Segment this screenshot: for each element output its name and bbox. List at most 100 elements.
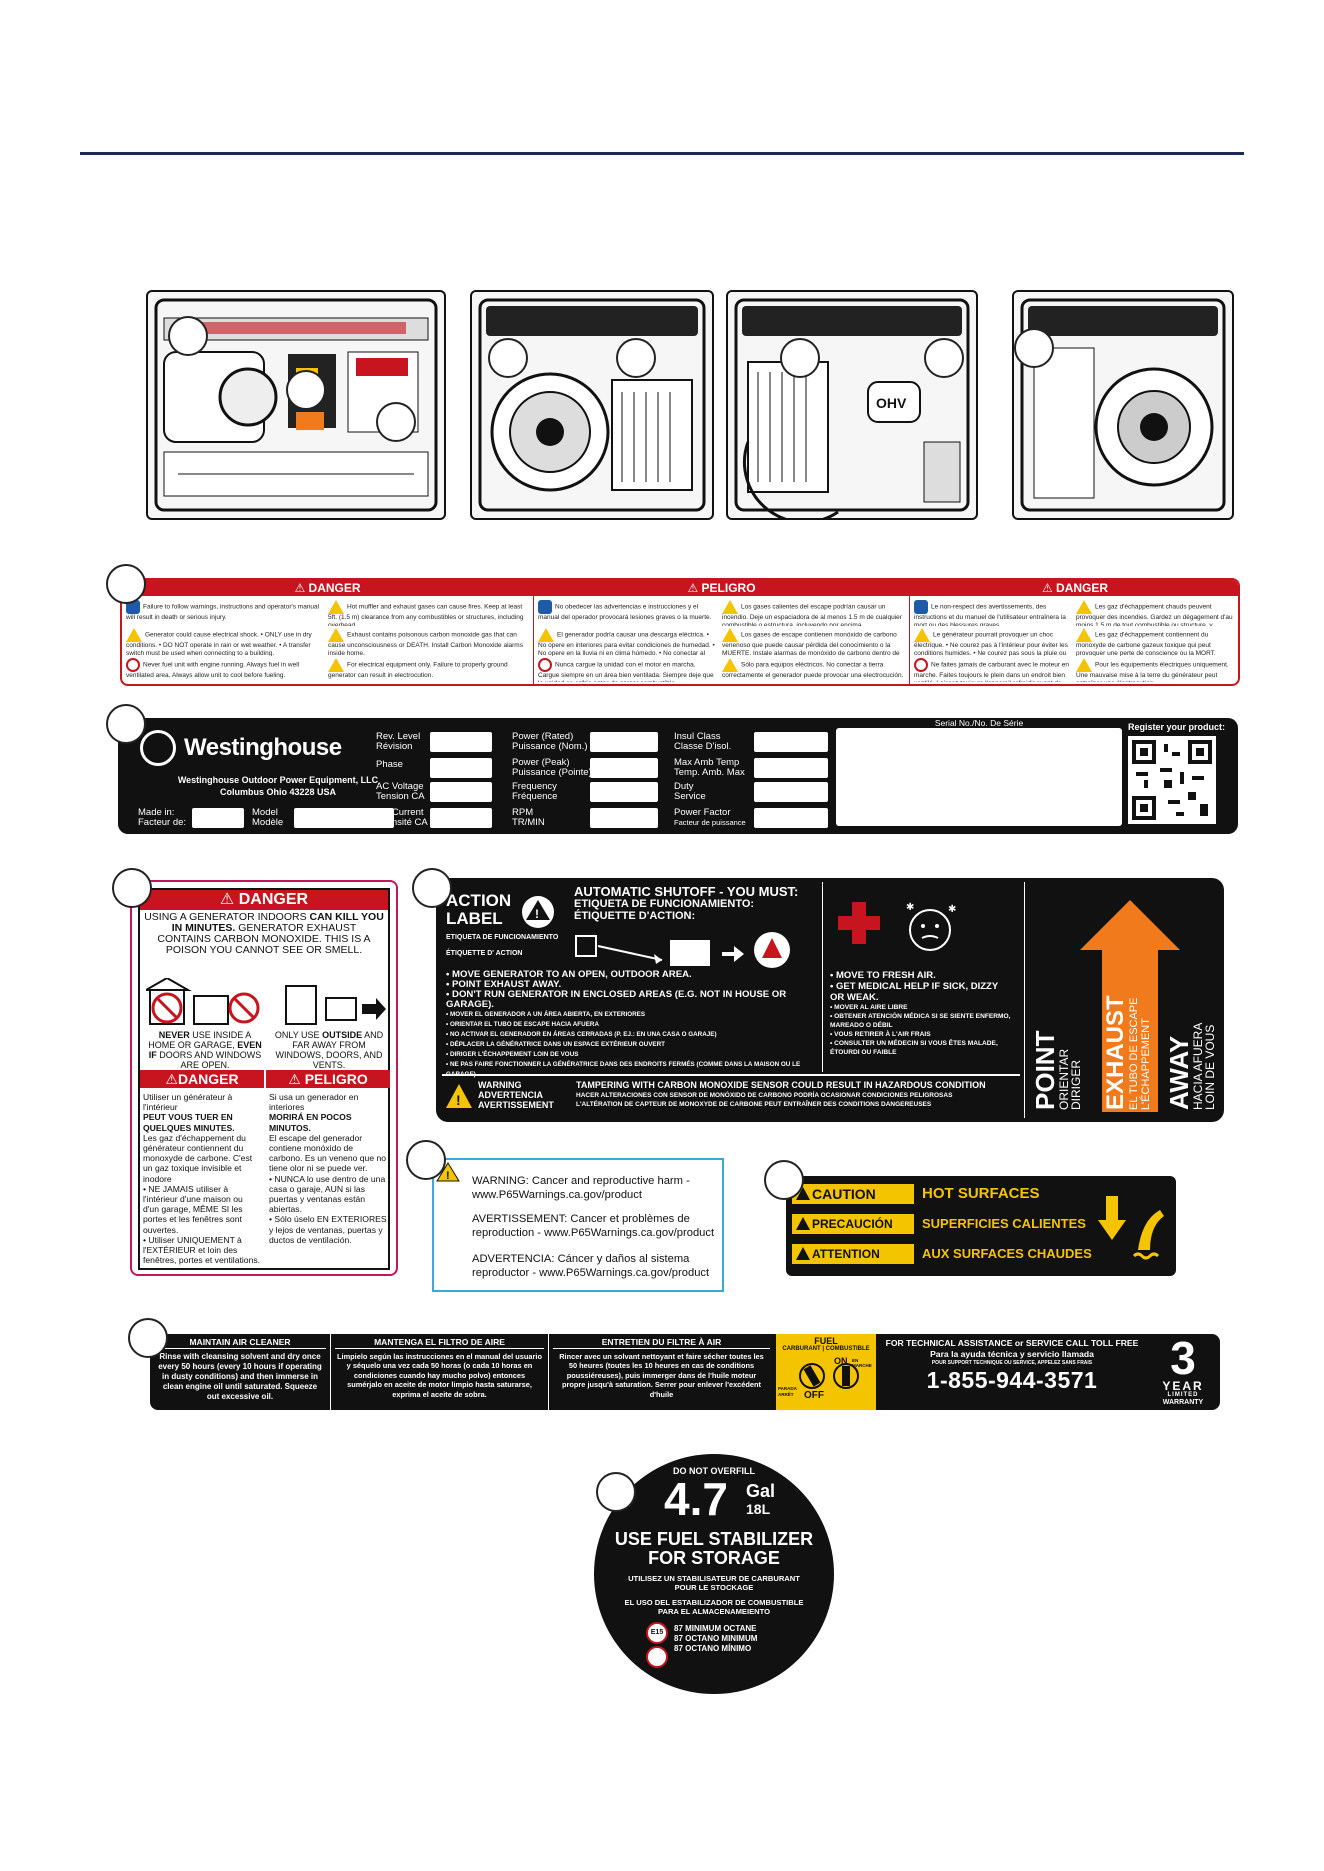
danger-cell: Le générateur pourrait provoquer un choc… — [914, 628, 1072, 656]
callout-7 — [924, 338, 964, 378]
exhaust-fr-text: L'ÉCHAPPEMENT — [1140, 1018, 1152, 1110]
power-rated-label: Power (Rated)Puissance (Nom.) — [512, 731, 588, 752]
svg-text:!: ! — [456, 1092, 461, 1108]
register-label: Register your product: — [1128, 722, 1226, 732]
svg-text:!: ! — [535, 907, 539, 921]
exhaust-arrow-icon — [1080, 900, 1180, 950]
fire-icon — [328, 600, 344, 614]
action-subtitle-es: ETIQUETA DE FUNCIONAMIENTO — [446, 934, 559, 941]
away-fr-text: LOIN DE VOUS — [1203, 1024, 1217, 1110]
power-factor-field — [754, 808, 828, 828]
danger-cell: Failure to follow warnings, instructions… — [126, 600, 324, 626]
hot-surfaces-text: HOT SURFACES — [922, 1185, 1040, 1202]
hot-surface-hand-icon — [1098, 1196, 1164, 1260]
danger-cell: Pour les équipements électriques uniquem… — [1076, 658, 1236, 682]
callout-5 — [616, 338, 656, 378]
ac-voltage-field — [430, 782, 492, 802]
manual-icon — [914, 600, 928, 614]
generator-front-view — [146, 290, 446, 520]
precaucion-tag: PRECAUCIÓN — [792, 1214, 914, 1234]
shock-icon — [126, 628, 142, 642]
warning-triangle-icon: ! — [446, 1084, 472, 1108]
ground-icon — [722, 658, 738, 672]
fuel-off-label: OFF — [804, 1390, 824, 1401]
fire-icon — [722, 600, 738, 614]
co-spanish-text: Si usa un generador en interiores MORIRÁ… — [269, 1092, 387, 1245]
tech-assist: FOR TECHNICAL ASSISTANCE or SERVICE CALL… — [880, 1338, 1144, 1393]
co-pictogram-icon — [146, 978, 386, 1025]
rpm-field — [590, 808, 658, 828]
fuel-on-label: ON — [834, 1356, 848, 1366]
max-amb-temp-field — [754, 758, 828, 778]
danger-cell: Generator could cause electrical shock. … — [126, 628, 324, 656]
rev-level-field — [430, 732, 492, 752]
company-address: Westinghouse Outdoor Power Equipment, LL… — [177, 775, 379, 797]
move-generator-diagram-icon — [575, 932, 790, 968]
model-field — [294, 808, 394, 828]
first-aid-instructions: • MOVE TO FRESH AIR. • GET MEDICAL HELP … — [830, 970, 1011, 1056]
no-fueling-icon — [538, 658, 552, 672]
never-text: NEVER USE INSIDE A HOME OR GARAGE, EVEN … — [148, 1030, 262, 1070]
phase-label: Phase — [376, 759, 403, 770]
danger-header-fr: ⚠ DANGER — [910, 580, 1238, 596]
danger-section-en: ⚠ DANGER Failure to follow warnings, ins… — [122, 580, 534, 684]
auto-shutoff-heading: AUTOMATIC SHUTOFF - YOU MUST: ETIQUETA D… — [574, 884, 799, 922]
danger-cell: For electrical equipment only. Failure t… — [328, 658, 528, 682]
header-rule — [80, 152, 1244, 155]
phone-number[interactable]: 1-855-944-3571 — [926, 1367, 1098, 1393]
prop65-warning: ! WARNING: Cancer and reproductive harm … — [432, 1158, 724, 1292]
shock-icon — [538, 628, 554, 642]
exhaust-text: EXHAUST — [1102, 995, 1129, 1110]
label-callout-co-poster — [112, 868, 152, 908]
label-callout-action — [412, 868, 452, 908]
generator-right-view — [470, 290, 714, 520]
danger-strip-label: ⚠ DANGER Failure to follow warnings, ins… — [120, 578, 1240, 686]
danger-cell: No obedecer las advertencias e instrucci… — [538, 600, 718, 626]
danger-cell: Los gases calientes del escape podrían c… — [722, 600, 904, 626]
maint-fr-body: Rincer avec un solvant nettoyant et fair… — [559, 1352, 764, 1399]
ac-current-field — [430, 808, 492, 828]
peligro-header: ⚠ PELIGRO — [534, 580, 909, 596]
warning-triangle-icon: ! — [436, 1162, 460, 1182]
maint-en-header: MAINTAIN AIR CLEANER — [154, 1336, 326, 1349]
label-callout-caution — [764, 1160, 804, 1200]
danger-cell: Les gaz d'échappement contiennent du mon… — [1076, 628, 1236, 656]
generator-left-view — [1012, 290, 1234, 520]
manual-icon — [538, 600, 552, 614]
frequency-field — [590, 782, 658, 802]
action-subtitle-fr: ÉTIQUETTE D' ACTION — [446, 950, 523, 957]
medical-help-icon: ✱ ✱ — [838, 902, 956, 951]
fuel-valve-icon — [799, 1363, 859, 1389]
westinghouse-logo-icon — [140, 730, 176, 766]
do-not-overfill: DO NOT OVERFILL — [673, 1466, 755, 1476]
duty-field — [754, 782, 828, 802]
label-callout-p65 — [406, 1140, 446, 1180]
co-danger-header: ⚠ DANGER — [140, 890, 388, 910]
danger-cell: El generador podría causar una descarga … — [538, 628, 718, 656]
p65-en: WARNING: Cancer and reproductive harm -w… — [472, 1175, 690, 1201]
danger-cell: Les gaz d'échappement chauds peuvent pro… — [1076, 600, 1236, 626]
label-callout-data-plate — [106, 704, 146, 744]
maint-en-body: Rinse with cleansing solvent and dry onc… — [158, 1352, 322, 1401]
qr-code-icon[interactable] — [1128, 736, 1216, 824]
maint-es-body: Limpielo según las instrucciones en el m… — [337, 1352, 542, 1399]
generator-rear-view: OHV — [726, 290, 978, 520]
svg-text:!: ! — [446, 1170, 450, 1182]
power-rated-field — [590, 732, 658, 752]
gal-unit: Gal — [746, 1481, 776, 1501]
serial-field — [836, 728, 1122, 826]
danger-cell: Sólo para equipos eléctricos. No conecta… — [722, 658, 904, 682]
surfaces-chaudes-text: AUX SURFACES CHAUDES — [922, 1246, 1092, 1261]
danger-cell: Hot muffler and exhaust gases can cause … — [328, 600, 528, 626]
only-outside-text: ONLY USE OUTSIDE AND FAR AWAY FROM WINDO… — [274, 1030, 384, 1070]
callout-8 — [1014, 328, 1054, 368]
callout-1 — [168, 316, 208, 356]
